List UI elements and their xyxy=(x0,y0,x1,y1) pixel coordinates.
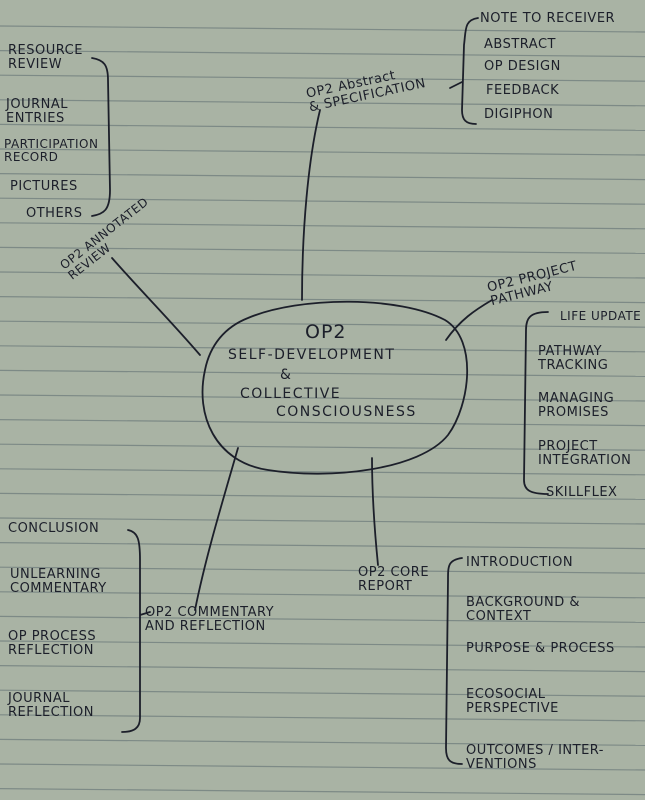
commentary-item: UNLEARNING COMMENTARY xyxy=(10,567,107,597)
rule-line xyxy=(0,443,645,451)
rule-line xyxy=(0,246,645,254)
annotated-item: OTHERS xyxy=(26,206,83,221)
rule-line xyxy=(0,74,645,82)
rule-line xyxy=(0,542,645,550)
pathway-item: LIFE UPDATE xyxy=(560,309,642,323)
connector-annotated xyxy=(111,257,201,356)
rule-line xyxy=(0,517,645,525)
rule-line xyxy=(0,689,645,697)
rule-line xyxy=(0,738,645,746)
pathway-item: PATHWAY TRACKING xyxy=(538,344,609,374)
annotated-item: RESOURCE REVIEW xyxy=(8,43,83,73)
rule-line xyxy=(0,148,645,156)
rule-line xyxy=(0,763,645,771)
connector-pathway xyxy=(445,299,493,341)
pathway-item: PROJECT INTEGRATION xyxy=(538,439,632,469)
annotated-item: JOURNAL ENTRIES xyxy=(6,97,68,127)
rule-line xyxy=(0,492,645,500)
rule-line xyxy=(0,197,645,205)
core-item: OUTCOMES / INTER- VENTIONS xyxy=(466,743,604,773)
center-subtitle-line2: & xyxy=(280,367,293,383)
connector-commentary xyxy=(194,447,239,611)
center-subtitle-line4: CONSCIOUSNESS xyxy=(276,404,417,420)
rule-line xyxy=(0,419,645,427)
rule-line xyxy=(0,788,645,796)
branch-commentary-label: OP2 COMMENTARY AND REFLECTION xyxy=(145,605,275,635)
core-item: ECOSOCIAL PERSPECTIVE xyxy=(466,687,559,717)
rule-line xyxy=(0,271,645,279)
notebook-rules xyxy=(0,25,645,796)
rule-line xyxy=(0,468,645,476)
rule-line xyxy=(0,369,645,377)
annotated-item: PICTURES xyxy=(10,179,78,194)
abstract-item: NOTE TO RECEIVER xyxy=(480,11,616,26)
bracket-commentary xyxy=(121,529,151,733)
bracket-pathway xyxy=(523,311,549,495)
commentary-item: JOURNAL REFLECTION xyxy=(8,691,94,721)
branch-core-label: OP2 CORE REPORT xyxy=(358,565,430,595)
core-item: BACKGROUND & CONTEXT xyxy=(466,595,581,625)
annotated-item: PARTICIPATION RECORD xyxy=(4,137,99,165)
center-subtitle-line1: SELF-DEVELOPMENT xyxy=(228,347,396,363)
rule-line xyxy=(0,320,645,328)
rule-line xyxy=(0,714,645,722)
rule-line xyxy=(0,566,645,574)
pathway-item: MANAGING PROMISES xyxy=(538,391,615,421)
rule-line xyxy=(0,123,645,131)
core-item: INTRODUCTION xyxy=(466,555,574,570)
rule-line xyxy=(0,615,645,623)
core-item: PURPOSE & PROCESS xyxy=(466,641,615,656)
center-bubble xyxy=(201,300,469,475)
connector-abstract xyxy=(301,109,321,301)
bracket-annotated xyxy=(91,57,111,217)
abstract-item: FEEDBACK xyxy=(486,83,560,98)
commentary-item: CONCLUSION xyxy=(8,521,100,536)
rule-line xyxy=(0,665,645,673)
rule-line xyxy=(0,345,645,353)
abstract-item: OP DESIGN xyxy=(484,59,561,74)
bracket-abstract xyxy=(449,17,479,125)
rule-line xyxy=(0,394,645,402)
rule-line xyxy=(0,296,645,304)
rule-line xyxy=(0,640,645,648)
bracket-core xyxy=(445,557,463,765)
connector-core xyxy=(371,457,379,566)
rule-line xyxy=(0,591,645,599)
rule-line xyxy=(0,173,645,181)
center-subtitle-line3: COLLECTIVE xyxy=(240,386,342,402)
commentary-item: OP PROCESS REFLECTION xyxy=(8,629,97,659)
rule-line xyxy=(0,25,645,33)
abstract-item: DIGIPHON xyxy=(484,107,554,122)
rule-line xyxy=(0,222,645,230)
pathway-item: SKILLFLEX xyxy=(546,485,618,500)
center-title: OP2 xyxy=(305,321,347,343)
abstract-item: ABSTRACT xyxy=(484,37,556,52)
rule-line xyxy=(0,50,645,58)
